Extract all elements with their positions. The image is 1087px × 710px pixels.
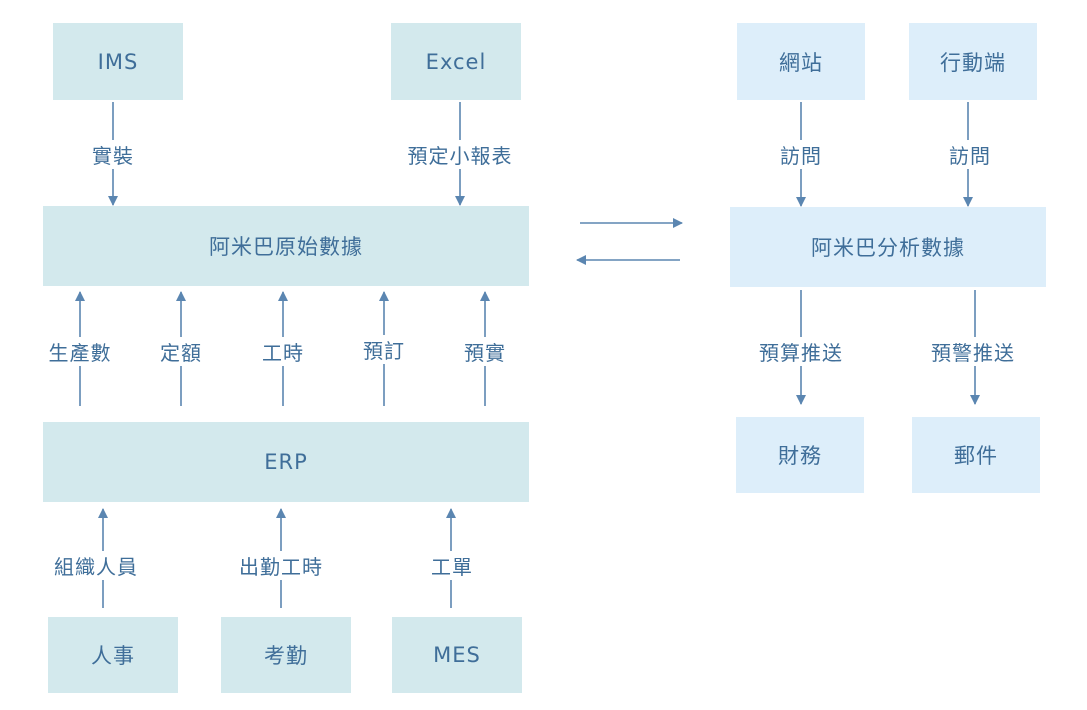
node-website: 網站: [737, 23, 865, 100]
node-hr: 人事: [48, 617, 178, 693]
edge-label-actual: 預實: [462, 337, 508, 366]
node-excel: Excel: [391, 23, 521, 100]
edge-label-booking: 預訂: [361, 335, 407, 364]
edge-label-budget-push: 預算推送: [757, 337, 845, 366]
edge-label-ims: 實裝: [90, 140, 136, 169]
edge-label-website-visit: 訪問: [778, 140, 824, 169]
edge-label-alert-push: 預警推送: [929, 337, 1017, 366]
node-mes: MES: [392, 617, 522, 693]
node-mail: 郵件: [912, 417, 1040, 493]
edge-label-attendance-hours: 出勤工時: [237, 551, 325, 580]
node-erp: ERP: [43, 422, 529, 502]
node-attendance: 考勤: [221, 617, 351, 693]
edge-label-work-order: 工單: [429, 551, 475, 580]
edge-label-work-hours: 工時: [260, 337, 306, 366]
edge-label-org-staff: 組織人員: [52, 551, 140, 580]
node-finance: 財務: [736, 417, 864, 493]
node-ims: IMS: [53, 23, 183, 100]
edge-label-quota: 定額: [158, 337, 204, 366]
node-amoeba-analysis-data: 阿米巴分析數據: [730, 207, 1046, 287]
node-mobile: 行動端: [909, 23, 1037, 100]
node-amoeba-raw-data: 阿米巴原始數據: [43, 206, 529, 286]
edge-label-mobile-visit: 訪問: [947, 140, 993, 169]
edge-label-excel: 預定小報表: [405, 140, 515, 169]
edge-label-production: 生產數: [46, 337, 114, 366]
